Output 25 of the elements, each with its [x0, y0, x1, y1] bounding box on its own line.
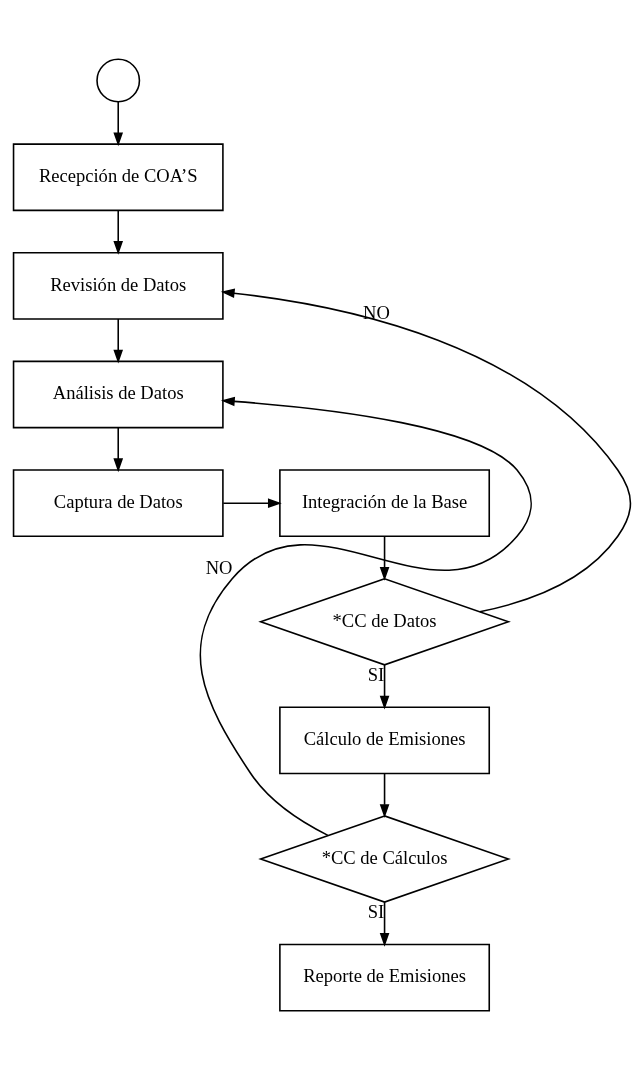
edge-label: SI — [367, 900, 385, 922]
node-diamond: *CC de Datos — [258, 577, 511, 666]
arrow — [113, 100, 124, 146]
node-box: Cálculo de Emisiones — [279, 705, 491, 774]
arrow — [220, 287, 632, 613]
arrow — [379, 663, 390, 709]
node-box: Reporte de Emisiones — [279, 943, 491, 1011]
arrow — [379, 900, 390, 947]
arrow — [113, 209, 124, 255]
node-box: Recepción de COA’S — [12, 142, 224, 211]
arrow — [113, 317, 124, 363]
arrow — [113, 426, 124, 472]
node-box: Captura de Datos — [12, 468, 224, 537]
arrow — [379, 535, 390, 581]
node-box: Revisión de Datos — [12, 251, 224, 320]
node-box: Integración de la Base — [279, 468, 491, 537]
arrow — [379, 772, 390, 818]
node-circle — [96, 58, 141, 102]
arrow — [222, 497, 282, 508]
node-box: Análisis de Datos — [12, 360, 224, 428]
edge-label: NO — [205, 556, 233, 578]
edge-label: SI — [367, 663, 385, 685]
edge-label: NO — [363, 301, 390, 323]
arrow — [199, 396, 533, 836]
node-diamond: *CC de Cálculos — [258, 814, 511, 903]
